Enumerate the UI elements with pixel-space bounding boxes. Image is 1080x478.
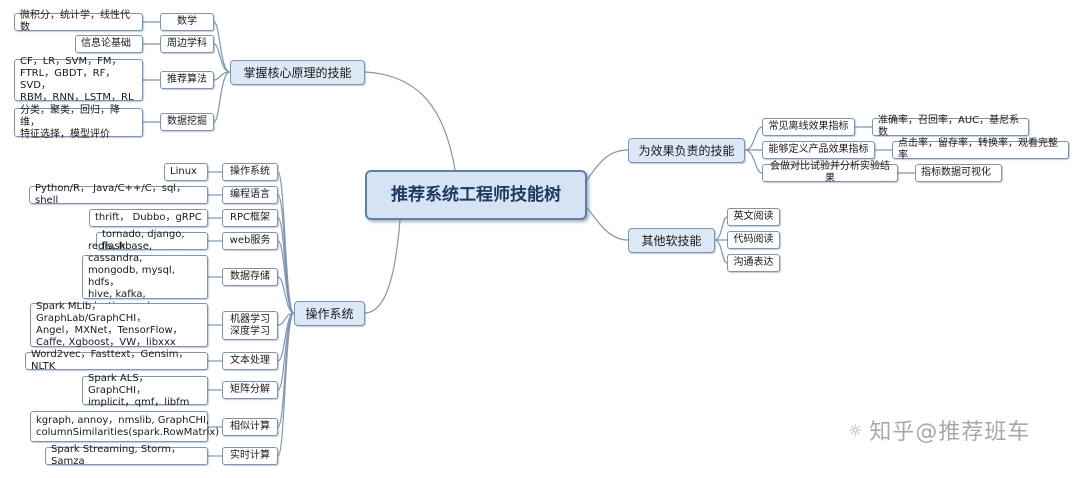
node-english-reading[interactable]: 英文阅读 [727, 208, 780, 226]
node-related-fields[interactable]: 周边学科 [160, 35, 214, 53]
node-offline-metrics[interactable]: 常见离线效果指标 [762, 118, 855, 136]
leaf-rec-algorithms[interactable]: CF，LR，SVM，FM， FTRL，GBDT，RF，SVD， RBM，RNN，… [14, 56, 143, 103]
node-languages[interactable]: 编程语言 [222, 186, 278, 204]
leaf-matrix-factorization[interactable]: Spark ALS，GraphCHI， implicit，qmf，libfm [82, 373, 208, 408]
branch-systems[interactable]: 操作系统 [294, 301, 365, 326]
leaf-data-storage[interactable]: redis, hbase, cassandra, mongodb, mysql,… [82, 241, 208, 312]
connector-root-systems [364, 219, 401, 314]
leaf-ab-testing[interactable]: 指标数据可视化 [915, 164, 1002, 182]
leaf-rpc[interactable]: thrift， Dubbo，gRPC [89, 209, 208, 227]
node-similarity[interactable]: 相似计算 [222, 418, 278, 436]
connector-root-soft [584, 204, 629, 241]
leaf-text-processing[interactable]: Word2vec，Fasttext，Gensim，NLTK [25, 349, 208, 372]
branch-principles[interactable]: 掌握核心原理的技能 [230, 60, 365, 85]
leaf-math[interactable]: 微积分，统计学，线性代数 [14, 10, 143, 33]
leaf-data-mining[interactable]: 分类，聚类，回归，降维， 特征选择，模型评价 [14, 105, 143, 140]
watermark-text: 知乎@推荐班车 [869, 420, 1031, 445]
leaf-languages[interactable]: Python/R， Java/C++/C，sql，shell [29, 183, 208, 206]
chat-bubble-icon: ☼ [848, 420, 864, 440]
node-matrix-factorization[interactable]: 矩阵分解 [222, 381, 278, 399]
node-realtime[interactable]: 实时计算 [222, 447, 278, 465]
watermark: ☼ 知乎@推荐班车 [848, 414, 1030, 446]
node-data-storage[interactable]: 数据存储 [222, 268, 278, 286]
node-product-metrics[interactable]: 能够定义产品效果指标 [762, 141, 875, 159]
node-os[interactable]: 操作系统 [222, 163, 278, 181]
node-ab-testing[interactable]: 会做对比试验并分析实验结果 [762, 161, 898, 184]
leaf-similarity[interactable]: kgraph, annoy，nmslib, GraphCHI, columnSi… [30, 411, 219, 442]
node-rpc[interactable]: RPC框架 [222, 209, 278, 227]
connector-root-effect [584, 149, 629, 184]
leaf-os[interactable]: Linux [164, 163, 208, 181]
node-data-mining[interactable]: 数据挖掘 [160, 113, 214, 131]
node-code-reading[interactable]: 代码阅读 [727, 231, 780, 249]
node-text-processing[interactable]: 文本处理 [222, 352, 278, 370]
leaf-realtime[interactable]: Spark Streaming, Storm，Samza [45, 444, 208, 467]
node-rec-algorithms[interactable]: 推荐算法 [160, 71, 214, 89]
root-node[interactable]: 推荐系统工程师技能树 [365, 170, 587, 220]
branch-soft-skills[interactable]: 其他软技能 [628, 228, 715, 253]
leaf-offline-metrics[interactable]: 准确率，召回率，AUC，基尼系数 [872, 115, 1029, 138]
node-ml-dl[interactable]: 机器学习 深度学习 [222, 311, 278, 340]
node-math[interactable]: 数学 [160, 13, 214, 31]
node-web-service[interactable]: web服务 [222, 232, 278, 250]
leaf-product-metrics[interactable]: 点击率，留存率，转换率，观看完整率 [892, 138, 1069, 161]
leaf-related-fields[interactable]: 信息论基础 [75, 35, 143, 53]
leaf-web-service[interactable]: tornado, django, flask [96, 229, 208, 252]
connector-root-principles [364, 71, 456, 171]
branch-effect[interactable]: 为效果负责的技能 [628, 138, 745, 163]
leaf-ml-dl[interactable]: Spark MLib，GraphLab/GraphCHI， Angel，MXNe… [30, 301, 208, 348]
node-communication[interactable]: 沟通表达 [727, 254, 780, 272]
